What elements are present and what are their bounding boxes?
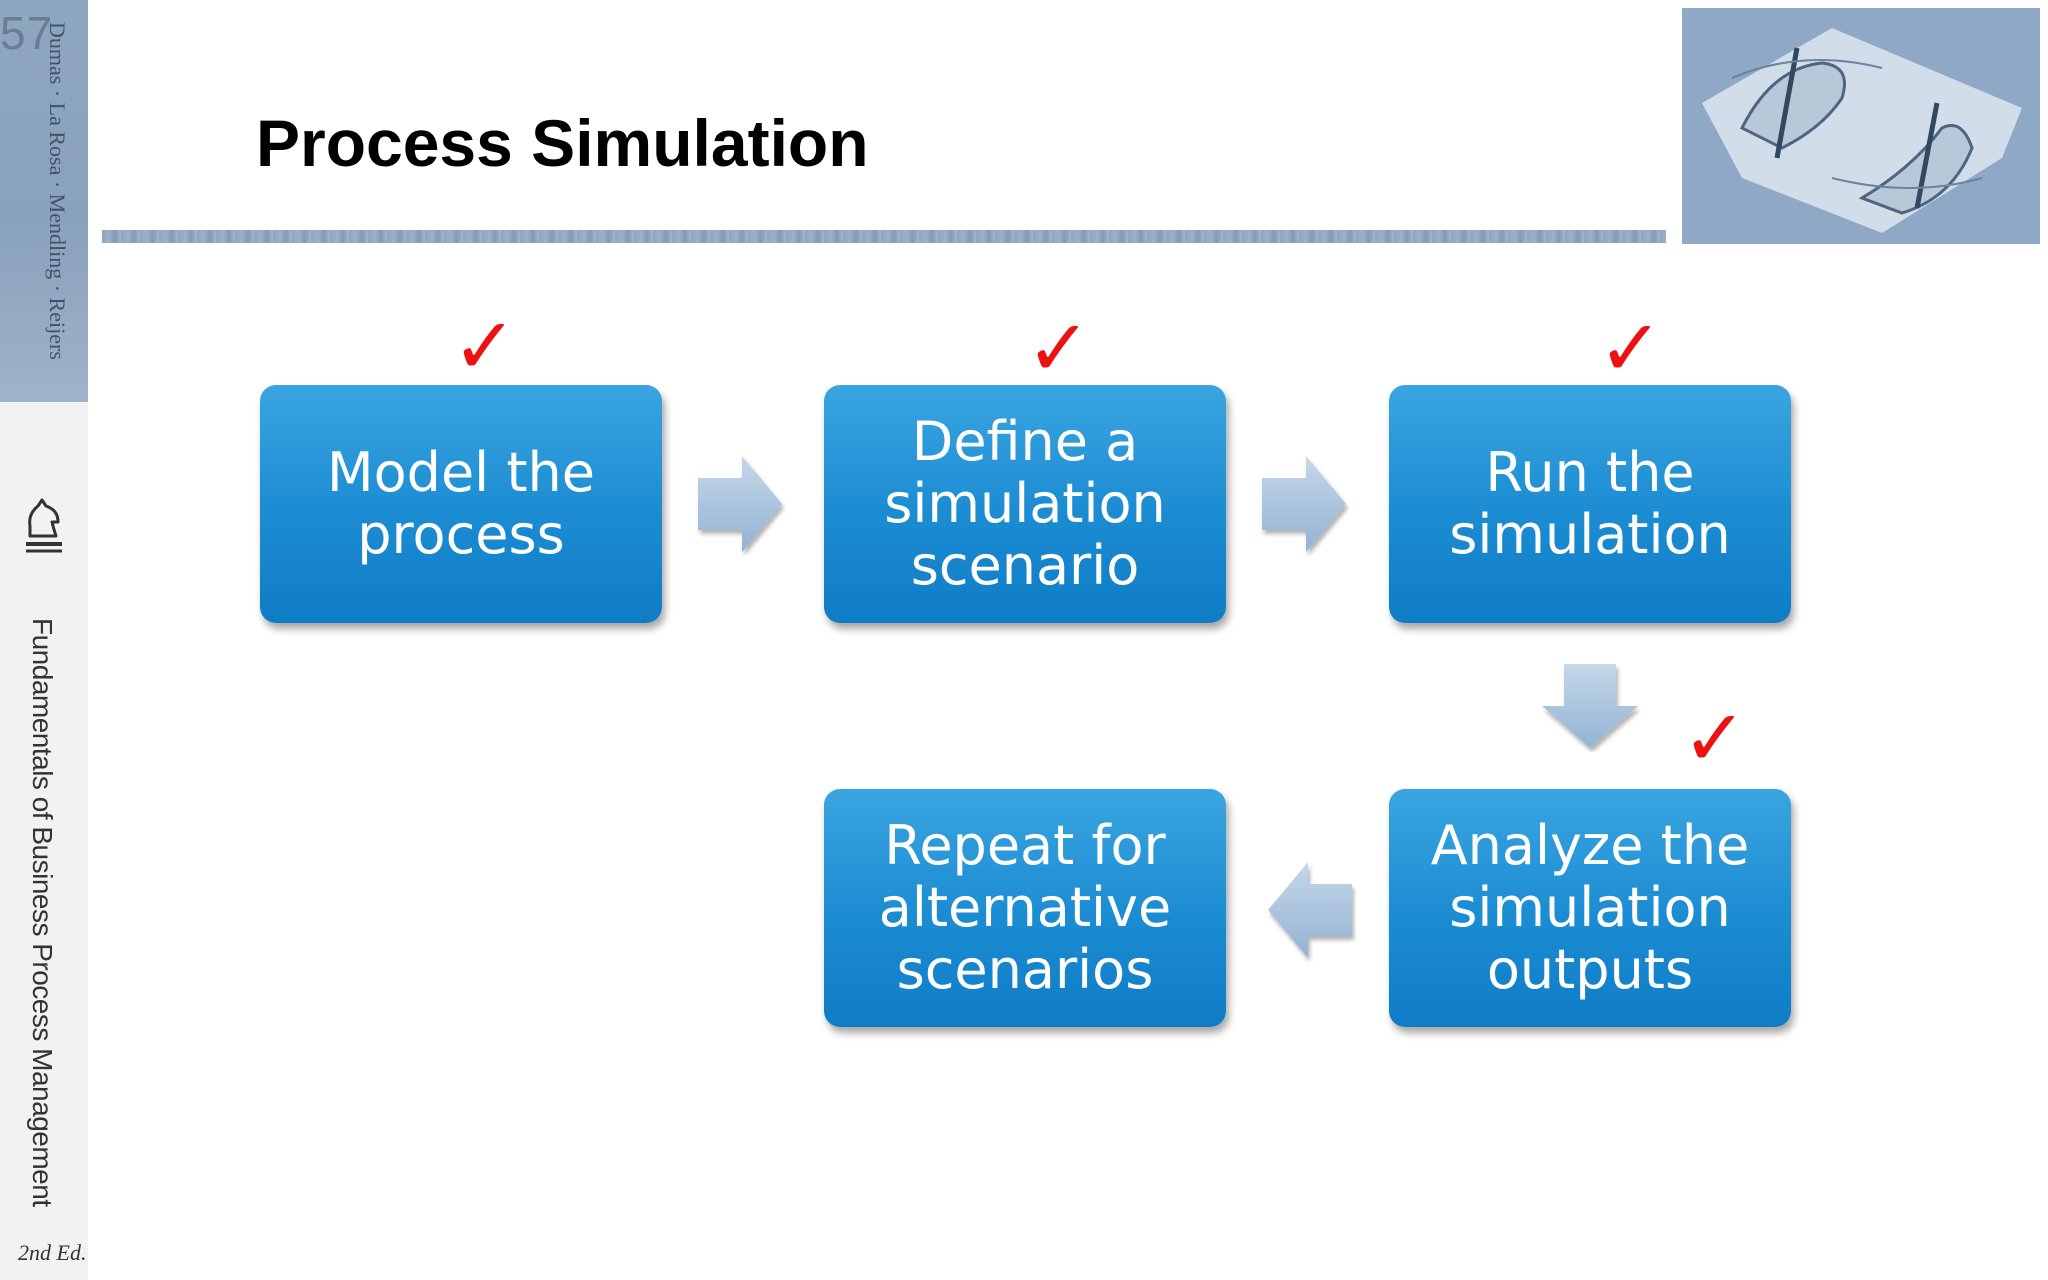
step-label-line: Run the	[1485, 441, 1695, 504]
left-arrow-icon	[1268, 862, 1352, 958]
step-label-line: scenario	[910, 534, 1140, 597]
step-label-line: Analyze the	[1430, 814, 1750, 877]
step-box-analyze-outputs: Analyze the simulation outputs	[1389, 789, 1791, 1027]
header-divider	[102, 230, 1666, 243]
step-label-line: Model the	[327, 441, 595, 504]
step-label-line: alternative	[878, 876, 1172, 939]
drawing-hands-image	[1682, 8, 2040, 244]
book-sidebar: 57 Dumas · La Rosa · Mendling · Reijers …	[0, 0, 88, 1280]
right-arrow-icon	[698, 456, 782, 552]
step-label-line: simulation	[1449, 503, 1731, 566]
book-title: Fundamentals of Business Process Managem…	[27, 618, 58, 1207]
step-box-run-simulation: Run the simulation	[1389, 385, 1791, 623]
step-box-define-scenario: Define a simulation scenario	[824, 385, 1226, 623]
step-label-line: process	[357, 503, 565, 566]
step-check-2: ✓	[1026, 304, 1092, 394]
step-check-3: ✓	[1598, 304, 1664, 394]
book-edition: 2nd Ed.	[18, 1240, 87, 1265]
slide-title: Process Simulation	[256, 106, 869, 180]
knight-logo-icon	[26, 498, 62, 553]
down-arrow-icon	[1542, 664, 1638, 748]
step-label-line: simulation	[884, 472, 1166, 535]
step-label-line: scenarios	[896, 938, 1154, 1001]
step-label-line: Define a	[911, 410, 1139, 473]
step-label-line: outputs	[1486, 938, 1694, 1001]
step-label-line: simulation	[1449, 876, 1731, 939]
step-box-repeat-alternatives: Repeat for alternative scenarios	[824, 789, 1226, 1027]
step-check-4: ✓	[1682, 694, 1748, 784]
step-box-model-process: Model the process	[260, 385, 662, 623]
right-arrow-icon	[1262, 456, 1346, 552]
sidebar-cover-band	[0, 0, 88, 402]
slide-number: 57	[0, 7, 54, 59]
step-label-line: Repeat for	[884, 814, 1166, 877]
book-authors: Dumas · La Rosa · Mendling · Reijers	[45, 22, 70, 360]
step-check-1: ✓	[452, 302, 518, 392]
